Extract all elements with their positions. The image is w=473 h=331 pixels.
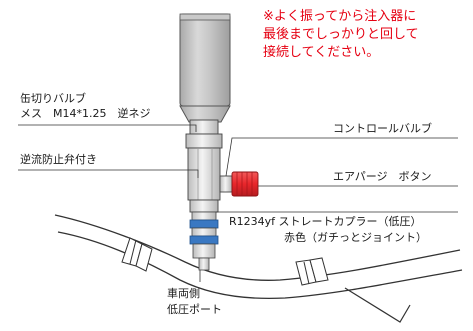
purge-button xyxy=(231,171,259,197)
coupler xyxy=(189,211,219,271)
can-tap-valve-spec-label: メス M14*1.25 逆ネジ xyxy=(20,107,151,120)
refrigerant-can xyxy=(179,13,231,123)
caution-note: ※よく振ってから注入器に 最後までしっかりと回して 接続してください。 xyxy=(263,8,419,62)
pipe-nut-right xyxy=(295,257,329,286)
check-valve-label: 逆流防止弁付き xyxy=(20,153,97,166)
valve-body xyxy=(187,147,221,213)
vehicle-side-label: 車両側 xyxy=(167,287,200,300)
caution-note-line-3: 接続してください。 xyxy=(263,45,380,60)
low-pressure-port-label: 低圧ポート xyxy=(167,303,222,316)
purge-button-label: エアパージ ボタン xyxy=(333,170,432,183)
control-valve xyxy=(219,175,233,193)
coupler-label: R1234yf ストレートカプラー（低圧） xyxy=(229,215,422,228)
can-tap-valve xyxy=(185,119,223,149)
leader-lines xyxy=(18,124,458,282)
caution-note-line-2: 最後までしっかりと回して xyxy=(263,27,419,42)
pipe-end-line xyxy=(344,287,411,323)
coupler-color-label: 赤色（ガチっとジョイント） xyxy=(284,231,427,244)
pipe-nut-left xyxy=(121,237,153,272)
caution-note-line-1: ※よく振ってから注入器に xyxy=(263,9,417,24)
refrigerant-hose xyxy=(54,214,463,300)
control-valve-label: コントロールバルブ xyxy=(333,122,432,135)
can-tap-valve-label: 缶切りバルブ xyxy=(20,92,86,105)
